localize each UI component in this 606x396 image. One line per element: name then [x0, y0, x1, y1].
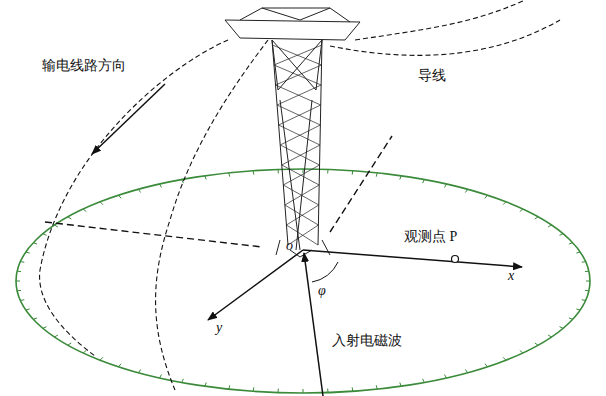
coordinate-axes — [92, 84, 522, 396]
angle-label: φ — [318, 283, 326, 298]
axis-label: y — [216, 320, 222, 335]
observation-label: 观测点 P — [404, 229, 457, 244]
line-axis — [45, 136, 392, 247]
boundary-ellipse — [16, 169, 590, 393]
direction-label: 输电线路方向 — [42, 58, 126, 73]
origin-label: o — [286, 238, 293, 253]
wave-label: 入射电磁波 — [332, 333, 402, 348]
conductor-lines — [40, 0, 560, 390]
tower-lattice — [272, 45, 322, 245]
axis-label: x — [508, 268, 514, 283]
boundary-ticks — [16, 169, 590, 393]
observation-point — [452, 256, 459, 263]
conductor-label: 导线 — [418, 68, 446, 83]
transmission-tower — [225, 8, 360, 257]
